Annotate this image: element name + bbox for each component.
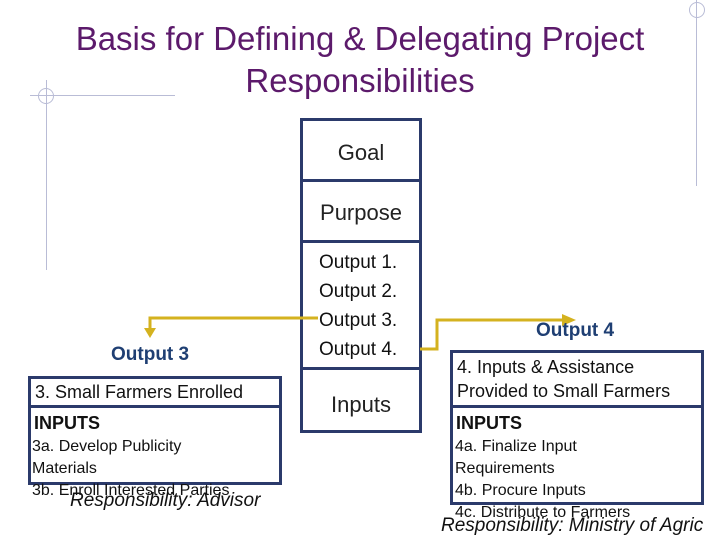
decorative-top-line — [30, 95, 175, 96]
arrow-to-output-4 — [420, 318, 568, 351]
output-4-heading: Output 4 — [536, 320, 615, 341]
output-item-4: Output 4. — [319, 339, 398, 360]
output-3-tasks: 3a. Develop Publicity Materials 3b. Enro… — [32, 436, 229, 502]
arrow-head-left — [144, 328, 156, 338]
goal-label: Goal — [337, 140, 385, 165]
output-item-2: Output 2. — [319, 281, 398, 302]
output-4-title-line2: Provided to Small Farmers — [457, 381, 671, 401]
slide-title-line2: Responsibilities — [245, 62, 475, 99]
outputs-list: Output 1. Output 2. Output 3. Output 4. — [319, 248, 419, 364]
task-3b: 3b. Enroll Interested Parties — [32, 482, 230, 499]
decorative-circle-left — [38, 88, 54, 104]
task-3a-line2: Materials — [32, 460, 97, 477]
decorative-left-line — [46, 80, 47, 270]
decorative-right-line — [696, 0, 697, 186]
output-4-inputs-box: INPUTS — [450, 405, 704, 505]
inputs-label-center: Inputs — [331, 392, 391, 417]
output-4-title-line1: 4. Inputs & Assistance — [457, 357, 635, 377]
inputs-box: Inputs — [300, 367, 422, 433]
decorative-circle-right — [689, 2, 705, 18]
output-4-tasks: 4a. Finalize Input Requirements 4b. Proc… — [455, 436, 630, 524]
task-4b: 4b. Procure Inputs — [455, 482, 586, 499]
output-3-responsibility: Responsibility: Advisor — [70, 490, 261, 511]
task-4a-line1: 4a. Finalize Input — [455, 438, 577, 455]
arrow-to-output-3 — [148, 316, 318, 330]
output-4-responsibility: Responsibility: Ministry of Agric — [441, 515, 704, 536]
output-3-box: 3. Small Farmers Enrolled — [28, 376, 282, 408]
output-4-inputs-label: INPUTS — [456, 413, 523, 433]
output-3-inputs-box: INPUTS — [28, 405, 282, 485]
output-3-heading: Output 3 — [111, 344, 190, 365]
slide-title-line1: Basis for Defining & Delegating Project — [75, 20, 645, 57]
purpose-box: Purpose — [300, 179, 422, 243]
purpose-label: Purpose — [320, 200, 402, 225]
arrow-head-right — [562, 314, 576, 326]
task-3a-line1: 3a. Develop Publicity — [32, 438, 182, 455]
task-4a-line2: Requirements — [455, 460, 555, 477]
output-item-1: Output 1. — [319, 252, 398, 273]
output-item-3: Output 3. — [319, 310, 398, 331]
output-3-title: 3. Small Farmers Enrolled — [35, 382, 244, 402]
output-3-inputs-label: INPUTS — [34, 413, 101, 433]
task-4c: 4c. Distribute to Farmers — [455, 504, 631, 521]
output-4-box: 4. Inputs & Assistance Provided to Small… — [450, 350, 704, 408]
outputs-box: Output 1. Output 2. Output 3. Output 4. — [300, 240, 422, 370]
